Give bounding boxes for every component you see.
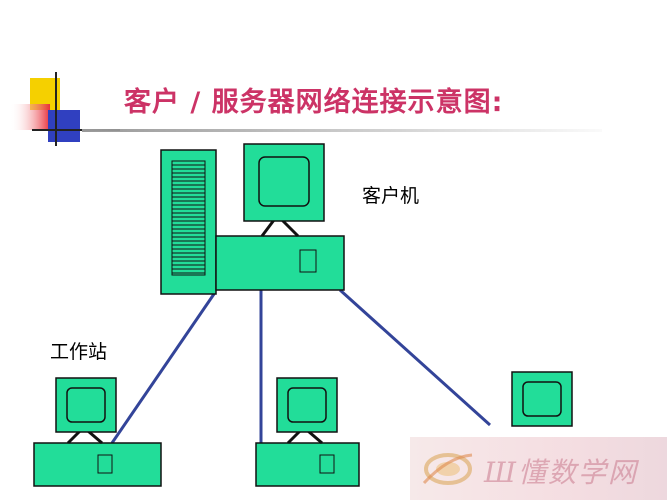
deco-blue-square [48, 110, 80, 142]
deco-red-square [10, 104, 50, 130]
client-stand-left [260, 219, 276, 237]
workstation-label: 工作站 [50, 341, 108, 363]
watermark-text: Ш懂数学网 [484, 456, 638, 489]
client-label: 客户机 [362, 185, 420, 207]
workstation-middle [255, 377, 360, 487]
client-base-unit [215, 235, 345, 291]
watermark-logo-icon [422, 453, 473, 485]
workstation-middle-stand-right [307, 429, 323, 445]
workstation-middle-screen [287, 387, 327, 423]
watermark: Ш懂数学网 [410, 437, 667, 500]
workstation-middle-drive [319, 454, 335, 474]
slide-title: 客户 / 服务器网络连接示意图: [124, 87, 504, 118]
client-screen [258, 156, 310, 207]
workstation-middle-base [255, 442, 360, 487]
server-tower [160, 149, 217, 295]
workstation-middle-stand-left [286, 429, 302, 445]
workstation-left-drive [97, 454, 113, 474]
tower-vent-lines [172, 164, 205, 274]
workstation-right-screen [522, 381, 562, 417]
client-stand-right [280, 218, 300, 238]
client-computer [215, 143, 345, 291]
workstation-right [511, 371, 573, 427]
title-rule [82, 129, 602, 132]
workstation-left-stand-right [87, 429, 103, 445]
corner-decoration [10, 72, 120, 146]
network-links [110, 288, 492, 444]
link-to-workstation-left [110, 293, 216, 444]
client-drive-slot [299, 249, 317, 273]
workstation-left-screen [66, 387, 106, 423]
tower-vent-panel [171, 160, 206, 276]
workstation-left [33, 377, 162, 487]
link-to-workstation-right [338, 288, 492, 427]
workstation-left-stand-left [66, 429, 82, 445]
